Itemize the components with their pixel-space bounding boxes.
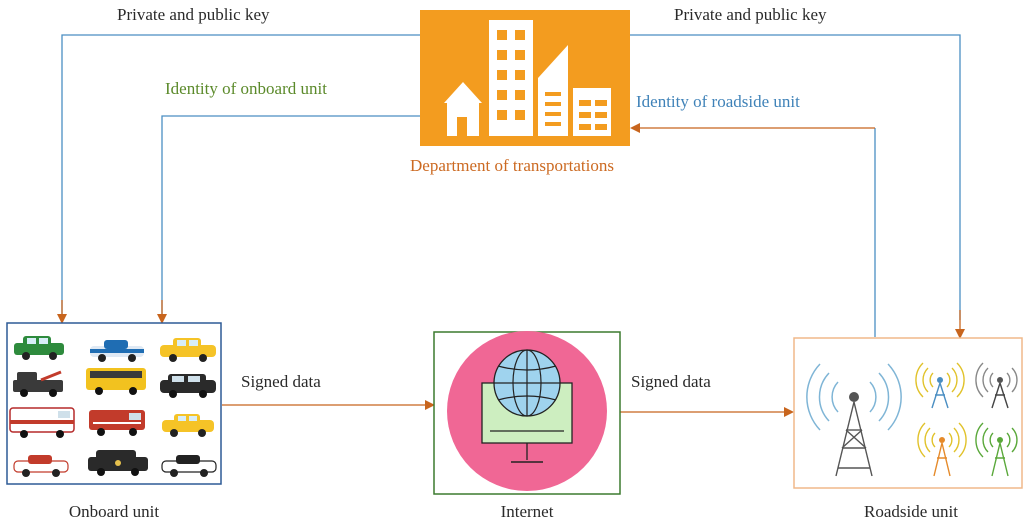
signed-data-label-2: Signed data (631, 372, 711, 391)
signed-data-label-1: Signed data (241, 372, 321, 391)
small-antenna-yellow-icon (915, 362, 965, 409)
small-antenna-gray-icon (975, 362, 1018, 409)
identity-roadside-label: Identity of roadside unit (636, 92, 800, 111)
onboard-unit-box (6, 322, 222, 485)
small-antenna-green-icon (975, 422, 1018, 477)
connector-identity-onboard (157, 115, 420, 324)
radio-tower-icon (806, 363, 902, 477)
internet-box (433, 331, 621, 495)
internet-label: Internet (500, 502, 554, 521)
roadside-unit-box (793, 337, 1023, 489)
department-label: Department of transportations (410, 156, 614, 175)
globe-monitor-icon (447, 331, 607, 491)
vehicle-fleet-icon (9, 336, 217, 477)
onboard-unit-label: Onboard unit (68, 502, 160, 521)
city-buildings-icon (420, 10, 630, 146)
connector-key-to-onboard (57, 34, 420, 324)
connector-identity-roadside (630, 123, 876, 337)
key-label-left: Private and public key (117, 5, 270, 24)
roadside-unit-label: Roadside unit (864, 502, 958, 521)
small-antenna-orange-icon (917, 422, 967, 477)
key-label-right: Private and public key (674, 5, 827, 24)
connector-key-to-roadside (630, 34, 965, 339)
identity-onboard-label: Identity of onboard unit (165, 79, 327, 98)
